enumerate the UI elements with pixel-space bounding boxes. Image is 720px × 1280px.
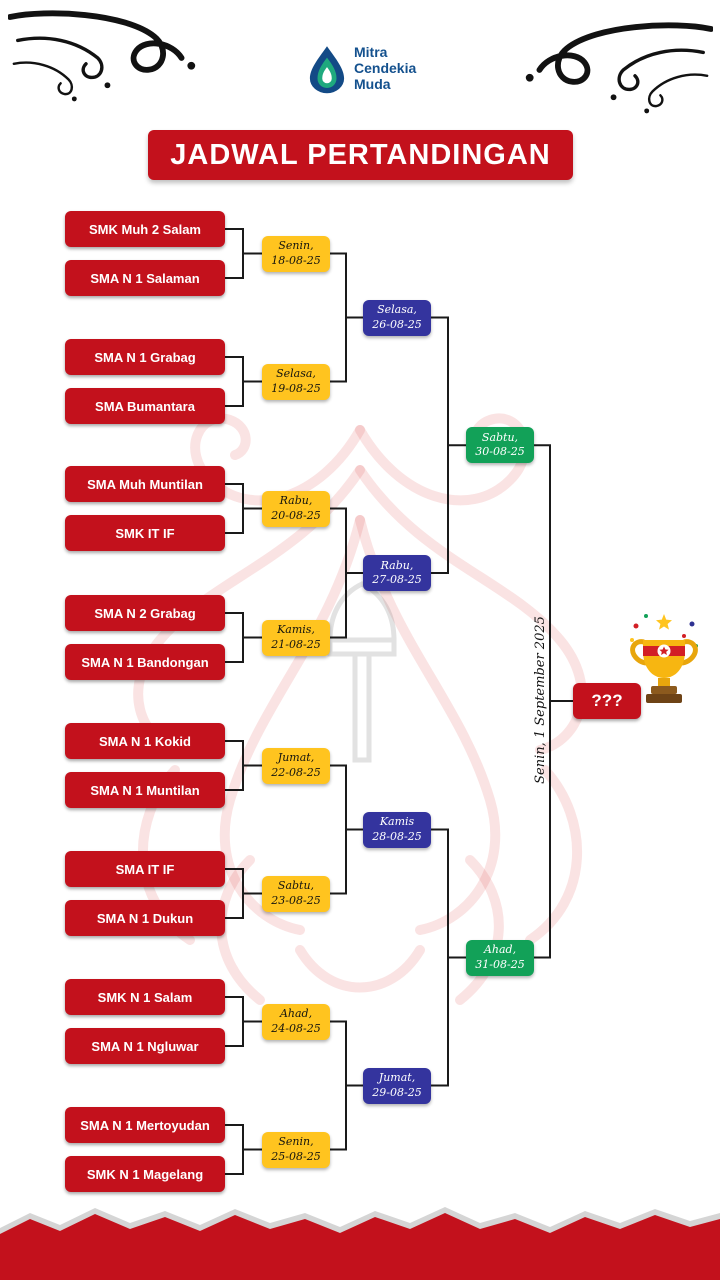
match-date-box: Kamis, 21-08-25 [262, 619, 330, 656]
match-date-box: Sabtu, 30-08-25 [466, 427, 534, 464]
team-box: SMA Muh Muntilan [65, 466, 225, 502]
match-day: Senin, [278, 239, 314, 253]
brand-name: Mitra Cendekia Muda [354, 45, 416, 92]
match-day: Ahad, [483, 943, 517, 957]
match-day: Ahad, [279, 1007, 313, 1021]
team-box: SMK Muh 2 Salam [65, 211, 225, 247]
match-day: Sabtu, [481, 430, 519, 444]
match-day: Rabu, [380, 558, 414, 572]
final-date-label: Senin, 1 September 2025 [533, 616, 548, 784]
match-date-box: Rabu, 20-08-25 [262, 490, 330, 527]
match-date: 27-08-25 [372, 573, 422, 586]
match-date-box: Kamis 28-08-25 [363, 811, 431, 848]
match-day: Rabu, [279, 494, 313, 508]
team-box: SMA N 1 Kokid [65, 723, 225, 759]
team-box: SMA N 1 Ngluwar [65, 1028, 225, 1064]
match-date-box: Senin, 25-08-25 [262, 1131, 330, 1168]
match-date: 24-08-25 [271, 1021, 321, 1035]
team-box: SMK N 1 Salam [65, 979, 225, 1015]
torn-paper-edge [0, 1207, 720, 1280]
match-date: 26-08-25 [372, 317, 422, 331]
match-day: Jumat, [378, 1071, 416, 1085]
team-box: SMK N 1 Magelang [65, 1156, 225, 1192]
brand-logo: Mitra Cendekia Muda [308, 44, 416, 94]
team-box: SMA N 1 Muntilan [65, 772, 225, 808]
brand-line-2: Cendekia [354, 60, 417, 77]
match-date-box: Ahad, 24-08-25 [262, 1003, 330, 1040]
match-date-box: Selasa, 26-08-25 [363, 299, 431, 336]
match-date: 30-08-25 [475, 445, 525, 459]
team-box: SMA N 2 Grabag [65, 595, 225, 631]
match-day: Jumat, [277, 751, 315, 765]
match-day: Selasa, [377, 303, 417, 317]
match-date: 18-08-25 [271, 253, 321, 267]
match-date: 25-08-25 [271, 1149, 321, 1163]
team-box: SMA N 1 Dukun [65, 900, 225, 936]
corner-flourish-right [525, 22, 713, 114]
match-date-box: Senin, 18-08-25 [262, 235, 330, 272]
match-date: 23-08-25 [271, 893, 321, 907]
team-box: SMK IT IF [65, 515, 225, 551]
team-box: SMA N 1 Grabag [65, 339, 225, 375]
match-date: 29-08-25 [372, 1085, 422, 1099]
match-date-box: Rabu, 27-08-25 [363, 555, 431, 591]
team-box: SMA IT IF [65, 851, 225, 887]
match-date: 20-08-25 [271, 508, 321, 522]
match-day: Kamis [379, 815, 415, 829]
match-date-box: Ahad, 31-08-25 [466, 939, 534, 976]
match-date-box: Sabtu, 23-08-25 [262, 875, 330, 912]
title-banner: JADWAL PERTANDINGAN [148, 130, 573, 180]
brand-line-3: Muda [354, 75, 391, 92]
trophy-icon [630, 614, 698, 703]
match-day: Senin, [278, 1135, 314, 1149]
match-day: Kamis, [277, 623, 315, 637]
match-date: 21-08-25 [271, 637, 321, 651]
match-date: 22-08-25 [271, 765, 321, 779]
match-date-box: Jumat, 22-08-25 [262, 747, 330, 784]
match-date: 19-08-25 [271, 381, 321, 395]
brand-drop-icon [309, 46, 345, 94]
match-date-box: Jumat, 29-08-25 [363, 1067, 431, 1104]
team-box: SMA N 1 Salaman [65, 260, 225, 296]
match-day: Sabtu, [277, 879, 315, 893]
team-box: SMA N 1 Mertoyudan [65, 1107, 225, 1143]
match-date-box: Selasa, 19-08-25 [262, 363, 330, 400]
corner-flourish-left [8, 10, 196, 102]
champion-placeholder-box: ??? [573, 683, 641, 719]
match-day: Selasa, [276, 367, 316, 381]
team-box: SMA N 1 Bandongan [65, 644, 225, 680]
page-title: JADWAL PERTANDINGAN [170, 138, 551, 171]
match-date: 31-08-25 [475, 957, 525, 971]
brand-line-1: Mitra [354, 44, 388, 61]
match-date: 28-08-25 [372, 829, 422, 843]
team-box: SMA Bumantara [65, 388, 225, 424]
